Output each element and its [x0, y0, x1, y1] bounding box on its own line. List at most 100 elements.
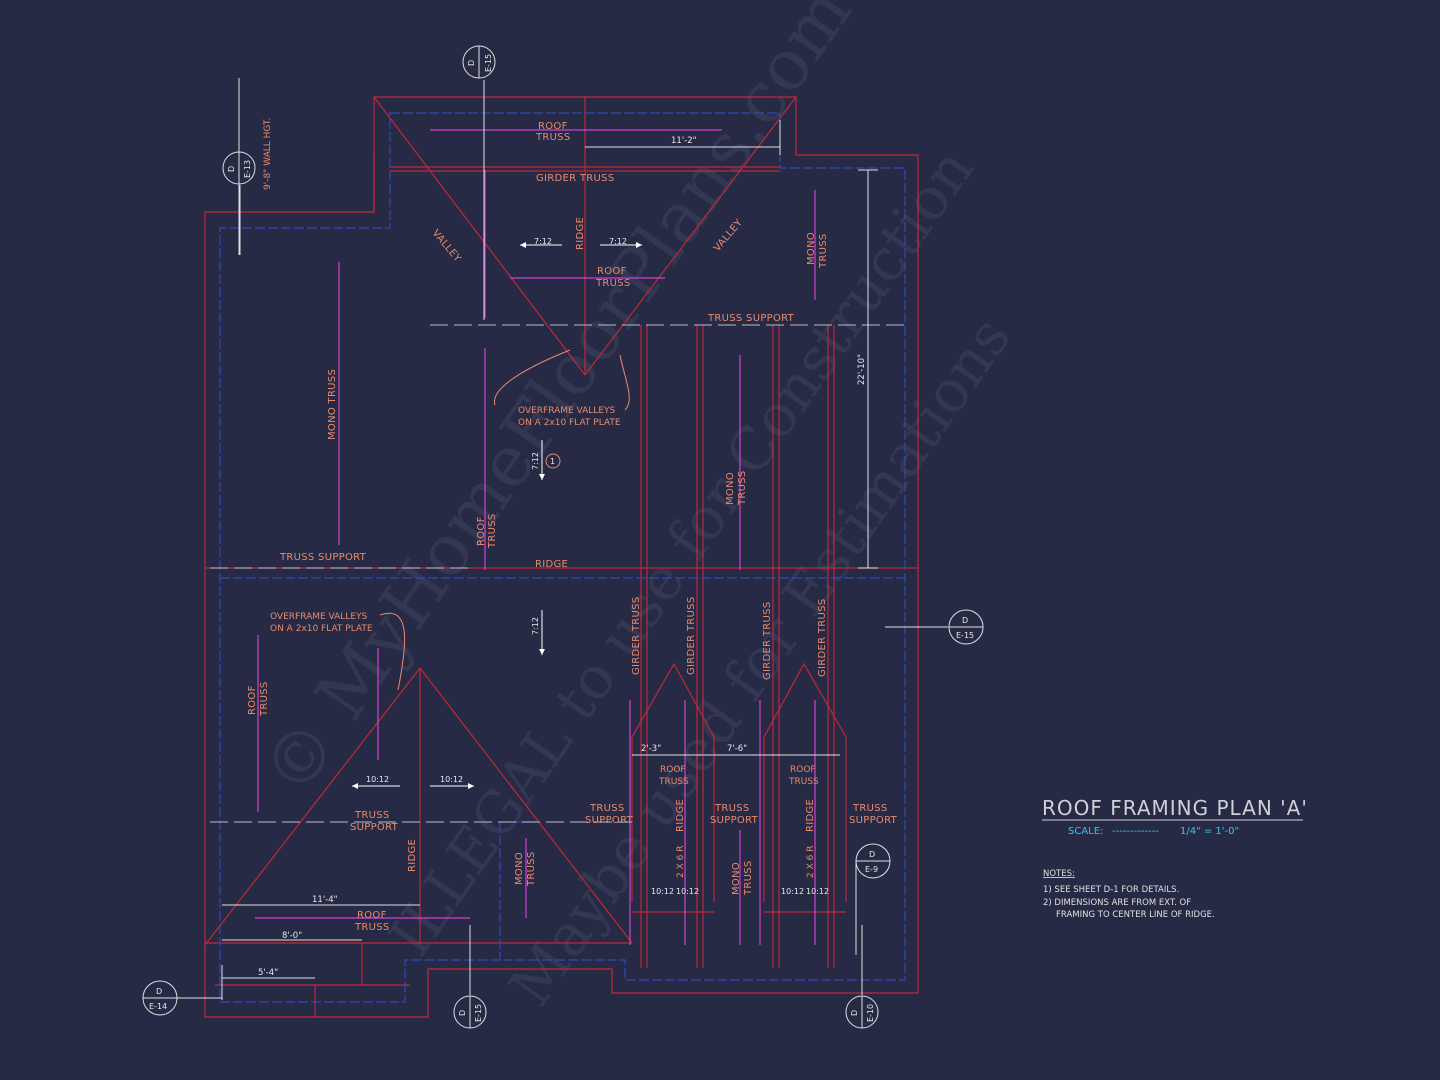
- mono-label-3: MONO: [514, 852, 525, 885]
- roof-label-7: ROOF: [357, 910, 387, 921]
- roof-label: ROOF: [538, 121, 568, 132]
- bubble-br-letter: D: [850, 1010, 859, 1016]
- bubble-bm-sheet: E-15: [474, 1004, 483, 1022]
- bubble-r-letter: D: [962, 616, 968, 625]
- truss-label-9: TRUSS: [589, 803, 625, 814]
- rafter-size-2: 2 X 6 R: [806, 846, 816, 878]
- mono-label: MONO: [806, 232, 817, 265]
- truss-label-11: TRUSS: [852, 803, 888, 814]
- section-bubble-right: D E-15: [948, 609, 984, 645]
- pitch-arrows: [352, 242, 642, 789]
- section-bubbles: D E-15 D E-13 D E-15 D E-9 D E-14: [142, 45, 984, 1029]
- note-2: 2) DIMENSIONS ARE FROM EXT. OF: [1043, 898, 1191, 908]
- truss-support-label-top: TRUSS SUPPORT: [707, 313, 795, 324]
- scale-label: SCALE:: [1068, 826, 1103, 837]
- scale-dashes: -------------: [1112, 826, 1159, 837]
- wall-height-note: 9'-8" WALL HGT.: [263, 118, 273, 190]
- pitch-bl-1: 10:12: [366, 775, 389, 784]
- truss-support-lines: [210, 324, 905, 823]
- roof-label-3: ROOF: [476, 516, 487, 546]
- pitch-top-right: 7:12: [609, 237, 627, 246]
- bubble-lt-letter: D: [227, 166, 236, 172]
- mono-label-2: MONO: [725, 472, 736, 505]
- section-bubble-bottom-mid: D E-15: [453, 995, 487, 1029]
- support-label-4: SUPPORT: [849, 815, 898, 826]
- support-label-1: SUPPORT: [350, 822, 399, 833]
- overframe-note-1b: ON A 2x10 FLAT PLATE: [518, 418, 621, 428]
- pitch-r1-b: 10:12: [676, 887, 699, 896]
- truss-support-label-mid: TRUSS SUPPORT: [279, 552, 367, 563]
- roof-pitch-labels: 7:12 7:12 7:12 7:12 10:12 10:12 10:12 10…: [366, 237, 829, 896]
- truss-label-8: TRUSS: [354, 810, 390, 821]
- roof-label-4: ROOF: [247, 685, 258, 715]
- pitch-bl-2: 10:12: [440, 775, 463, 784]
- bubble-top-letter: D: [467, 60, 476, 66]
- drawing-title: ROOF FRAMING PLAN 'A': [1042, 796, 1308, 820]
- overframe-note-2a: OVERFRAME VALLEYS: [270, 612, 368, 622]
- section-bubble-left-bottom: D E-14: [142, 980, 178, 1016]
- pitch-r1-a: 10:12: [651, 887, 674, 896]
- section-bubble-e9: D E-9: [855, 843, 891, 879]
- dim-22-10: 22'-10": [857, 354, 867, 385]
- support-label-3: SUPPORT: [710, 815, 759, 826]
- mono-label-4: MONO: [731, 862, 742, 895]
- dimension-labels: 11'-2" 22'-10" 2'-3" 7'-6" 11'-4" 8'-0" …: [258, 136, 867, 978]
- truss-label-7: TRUSS: [788, 777, 819, 787]
- mono-truss-label-left: MONO TRUSS: [327, 369, 338, 440]
- ridge-label-top: RIDGE: [575, 217, 586, 250]
- truss-label: TRUSS: [535, 132, 571, 143]
- truss-label-4: TRUSS: [737, 470, 748, 506]
- pitch-r2-a: 10:12: [781, 887, 804, 896]
- truss-label-13: TRUSS: [743, 860, 754, 896]
- notes-heading: NOTES:: [1043, 869, 1075, 879]
- truss-label-10: TRUSS: [714, 803, 750, 814]
- dim-11-4: 11'-4": [312, 895, 338, 905]
- dim-5-4: 5'-4": [258, 968, 278, 978]
- title-block: ROOF FRAMING PLAN 'A' SCALE: -----------…: [1042, 796, 1308, 920]
- girder-truss-label: GIRDER TRUSS: [536, 173, 614, 184]
- pitch-mid-lower: 7:12: [531, 617, 540, 635]
- ridge-label-bl: RIDGE: [407, 839, 418, 872]
- truss-label-6: TRUSS: [658, 777, 689, 787]
- support-label-2: SUPPORT: [585, 815, 634, 826]
- pitch-mid-upper: 7:12: [531, 452, 540, 470]
- bubble-r-sheet: E-15: [956, 631, 974, 640]
- section-bubble-bottom-right: D E-10: [845, 995, 879, 1029]
- valley-label-left: VALLEY: [430, 228, 463, 265]
- roof-label-2: ROOF: [597, 266, 627, 277]
- overframe-note-1a: OVERFRAME VALLEYS: [518, 406, 616, 416]
- girder-truss-label-4: GIRDER TRUSS: [817, 599, 828, 677]
- ridge-label-r1: RIDGE: [675, 799, 686, 832]
- note-1: 1) SEE SHEET D-1 FOR DETAILS.: [1043, 885, 1179, 895]
- bubble-lb-sheet: E-14: [149, 1002, 167, 1011]
- dim-2-3: 2'-3": [641, 744, 661, 754]
- rafter-size-1: 2 X 6 R: [676, 846, 686, 878]
- truss-label-2: TRUSS: [595, 278, 631, 289]
- bubble-e9-letter: D: [869, 850, 875, 859]
- bubble-br-sheet: E-10: [866, 1004, 875, 1022]
- girder-truss-label-1: GIRDER TRUSS: [631, 597, 642, 675]
- ridge-label-mid: RIDGE: [535, 559, 568, 570]
- dim-8-0: 8'-0": [282, 931, 302, 941]
- scale-value: 1/4" = 1'-0": [1180, 826, 1239, 837]
- overframe-note-2b: ON A 2x10 FLAT PLATE: [270, 624, 373, 634]
- bubble-bm-letter: D: [458, 1010, 467, 1016]
- roof-label-5: ROOF: [660, 765, 686, 775]
- girder-truss-label-2: GIRDER TRUSS: [686, 597, 697, 675]
- section-bubble-top: D E-15: [462, 45, 496, 79]
- truss-label-3: TRUSS: [487, 513, 498, 549]
- bubble-lb-letter: D: [156, 987, 162, 996]
- truss-label-12: TRUSS: [526, 851, 537, 887]
- truss-label-5: TRUSS: [259, 681, 270, 717]
- bubble-e9-sheet: E-9: [865, 865, 878, 874]
- bubble-top-sheet: E-15: [484, 54, 493, 72]
- pitch-r2-b: 10:12: [806, 887, 829, 896]
- overframe-leaders: [379, 349, 630, 691]
- roof-label-6: ROOF: [790, 765, 816, 775]
- truss-label-14: TRUSS: [354, 922, 390, 933]
- pitch-top-left: 7:12: [534, 237, 552, 246]
- girder-truss-label-3: GIRDER TRUSS: [762, 602, 773, 680]
- bubble-lt-sheet: E-13: [243, 160, 252, 178]
- callout-number: 1: [550, 457, 555, 466]
